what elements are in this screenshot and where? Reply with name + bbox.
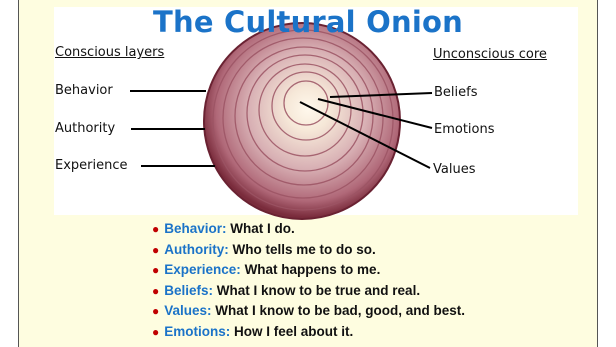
bullet-icon: ● xyxy=(152,304,160,318)
list-item-values: ●Values: What I know to be bad, good, an… xyxy=(152,303,466,318)
bullet-icon: ● xyxy=(152,324,160,339)
connector-emotions xyxy=(317,98,433,129)
onion-rings xyxy=(212,29,394,211)
connector-values xyxy=(299,101,431,169)
bullet-icon: ● xyxy=(152,263,160,277)
label-behavior: Behavior xyxy=(55,83,113,98)
label-beliefs: Beliefs xyxy=(434,85,478,100)
list-item-emotions: ●Emotions: How I feel about it. xyxy=(152,323,354,339)
header-unconscious-core: Unconscious core xyxy=(433,47,547,62)
list-item-behavior: ●Behavior: What I do. xyxy=(152,221,295,236)
label-experience: Experience xyxy=(55,158,128,173)
header-conscious-layers: Conscious layers xyxy=(55,45,165,60)
label-values: Values xyxy=(433,162,476,177)
connector-lines xyxy=(130,90,433,169)
list-item-experience: ●Experience: What happens to me. xyxy=(152,262,381,277)
connector-beliefs xyxy=(329,92,433,98)
list-item-beliefs: ●Beliefs: What I know to be true and rea… xyxy=(152,282,421,298)
slide-title: The Cultural Onion xyxy=(153,5,463,39)
bullet-icon: ● xyxy=(152,283,160,298)
bullet-icon: ● xyxy=(152,242,160,257)
bullet-icon: ● xyxy=(152,222,160,236)
label-emotions: Emotions xyxy=(434,122,495,137)
label-authority: Authority xyxy=(55,121,116,136)
definition-list: ●Behavior: What I do. ●Authority: Who te… xyxy=(152,219,465,342)
list-item-authority: ●Authority: Who tells me to do so. xyxy=(152,241,376,257)
onion-slice xyxy=(203,22,401,220)
